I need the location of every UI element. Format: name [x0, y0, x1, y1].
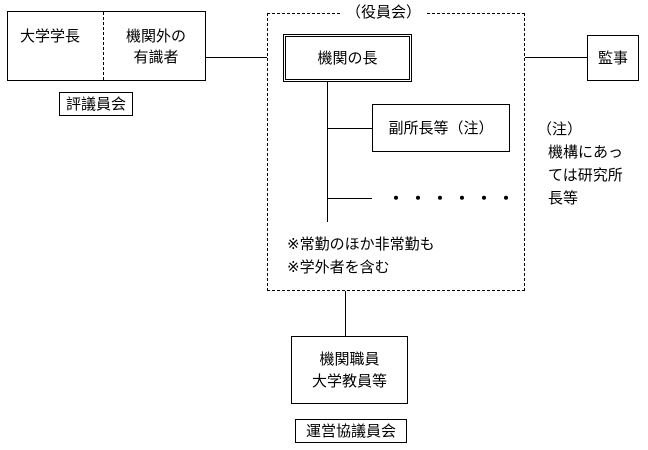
footnote-text-1: 機構にあっ — [548, 143, 624, 161]
deputy-label: 副所長等（注） — [388, 119, 494, 137]
council-label: 評議員会 — [59, 92, 133, 116]
board-note-1: ※常勤のほか非常勤も — [287, 235, 435, 253]
board-auditor-connector — [525, 57, 587, 58]
council-box — [7, 11, 206, 81]
head-label: 機関の長 — [317, 49, 378, 67]
board-note-2: ※学外者を含む — [287, 258, 390, 276]
steering-staff-label: 機関職員 — [319, 350, 380, 368]
footnote-text-2: ては研究所 — [548, 166, 623, 184]
dots-branch-line — [327, 198, 372, 199]
more-members-dots: ・・・・・・ — [388, 189, 521, 208]
deputy-box — [372, 104, 510, 152]
steering-box — [291, 336, 408, 404]
board-title: （役員会） — [342, 1, 426, 23]
head-stem-line — [327, 82, 328, 222]
council-divider — [103, 12, 104, 80]
steering-label: 運営協議員会 — [295, 419, 407, 443]
auditor-label: 監事 — [597, 49, 628, 67]
deputy-branch-line — [327, 128, 372, 129]
council-board-connector — [206, 57, 267, 58]
footnote-marker: （注） — [537, 120, 583, 138]
footnote-text-3: 長等 — [548, 189, 579, 207]
board-steering-connector — [345, 291, 346, 336]
head-box — [283, 34, 412, 82]
council-external-experts-line1: 機関外の — [125, 27, 186, 45]
auditor-box — [587, 35, 639, 81]
steering-faculty-label: 大学教員等 — [311, 372, 387, 390]
council-external-experts-line2: 有識者 — [133, 48, 179, 66]
council-president-label: 大学学長 — [20, 27, 81, 45]
